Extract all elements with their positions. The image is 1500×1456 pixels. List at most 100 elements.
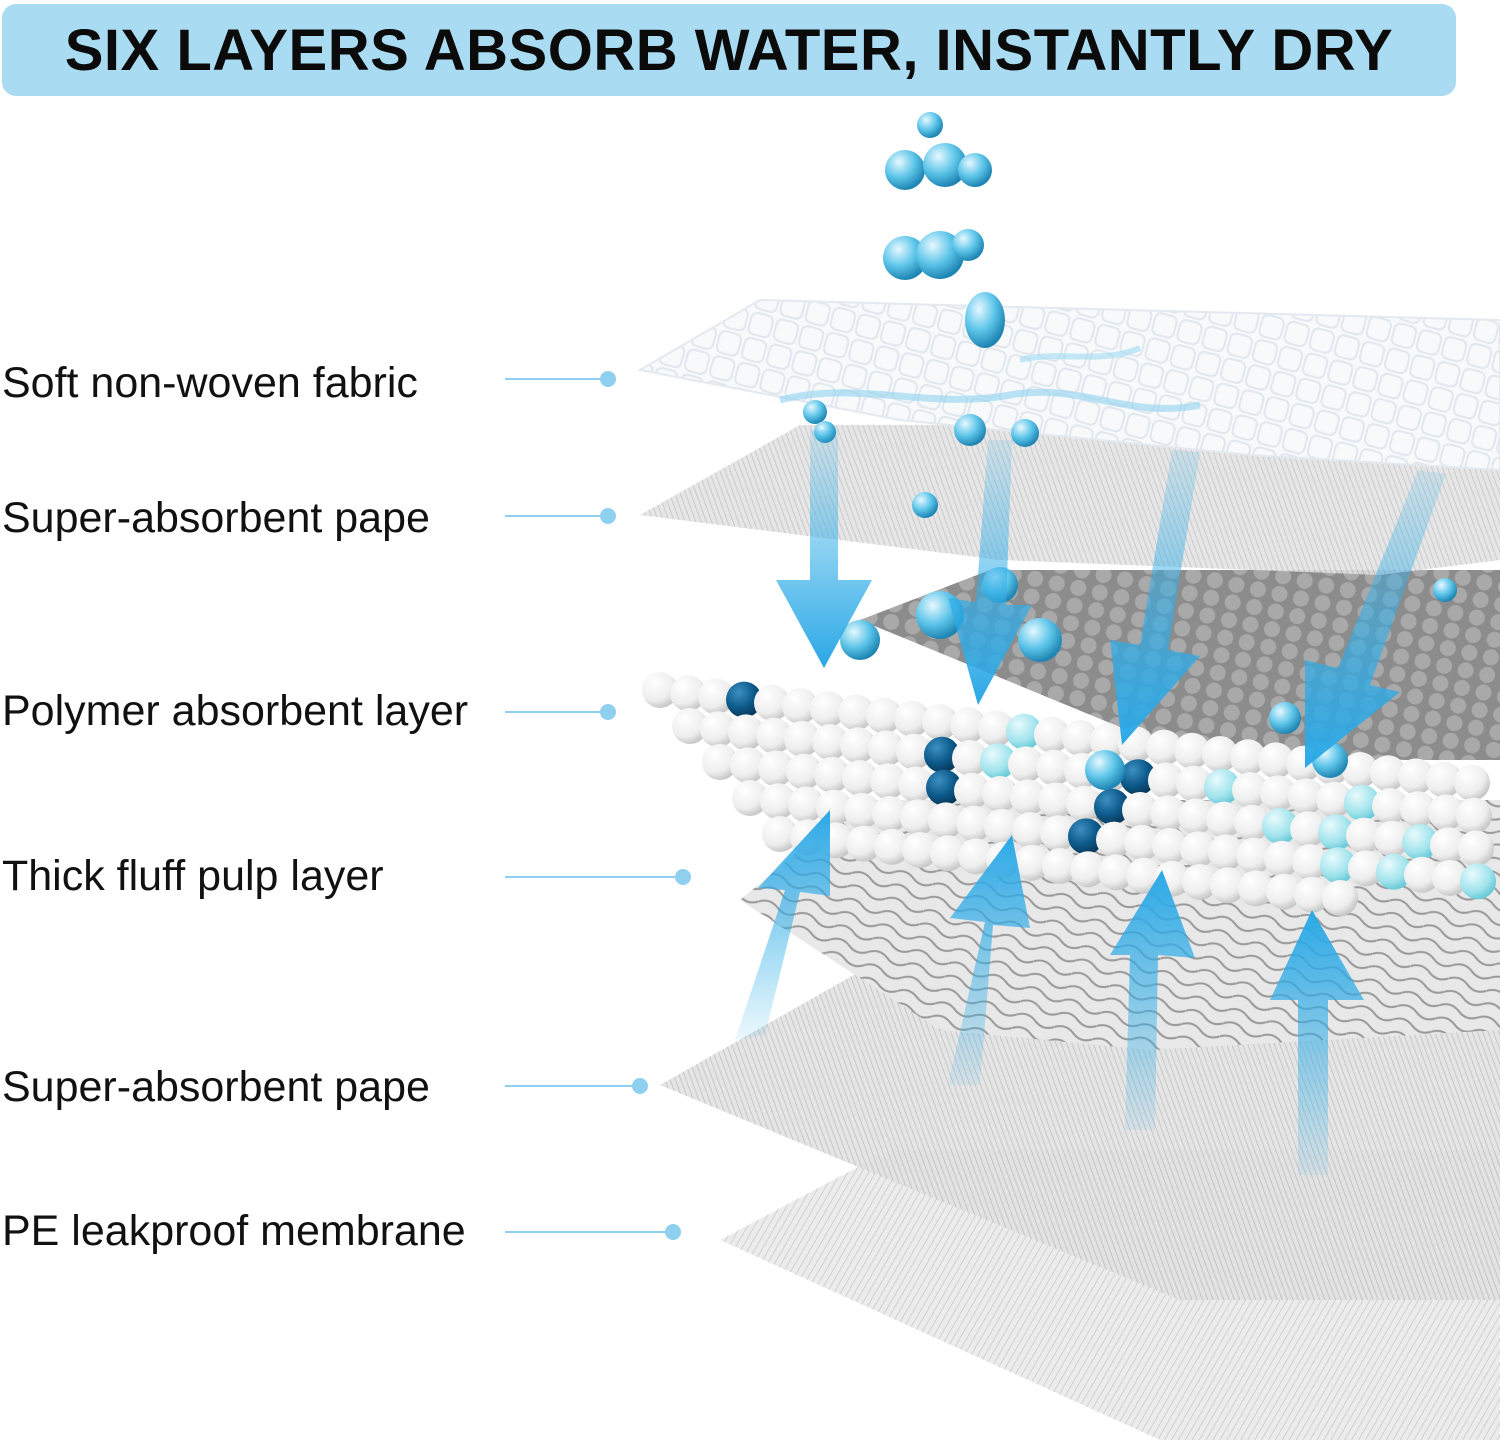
polymer-bead bbox=[760, 783, 796, 820]
polymer-bead bbox=[782, 688, 818, 724]
polymer-bead bbox=[1260, 775, 1296, 812]
layer-label-super-absorbent-paper-top: Super-absorbent pape bbox=[2, 494, 430, 542]
water-drop bbox=[916, 231, 964, 279]
polymer-bead bbox=[984, 808, 1020, 845]
polymer-bead bbox=[1458, 830, 1494, 867]
polymer-bead bbox=[846, 825, 882, 862]
polymer-bead bbox=[900, 799, 936, 836]
polymer-bead bbox=[1370, 755, 1406, 792]
polymer-bead bbox=[1454, 764, 1490, 801]
water-drop bbox=[1433, 578, 1457, 602]
arrow-down bbox=[948, 440, 1032, 705]
polymer-bead bbox=[1180, 831, 1216, 868]
polymer-bead bbox=[1006, 713, 1042, 750]
polymer-bead bbox=[898, 766, 934, 803]
polymer-bead bbox=[786, 753, 822, 790]
water-drop bbox=[885, 150, 925, 190]
polymer-bead bbox=[1316, 781, 1352, 818]
polymer-bead bbox=[758, 750, 794, 787]
polymer-bead bbox=[1230, 739, 1266, 776]
polymer-bead bbox=[1090, 723, 1126, 760]
soft-non-woven-fabric-layer bbox=[637, 298, 1500, 472]
polymer-bead bbox=[1292, 844, 1328, 880]
polymer-bead bbox=[810, 691, 846, 728]
leader-dot bbox=[665, 1224, 681, 1240]
polymer-bead bbox=[844, 792, 880, 829]
polymer-bead bbox=[954, 772, 990, 809]
arrow-up bbox=[735, 810, 830, 1040]
polymer-bead bbox=[1234, 804, 1270, 841]
upward-flow-arrows bbox=[735, 810, 1364, 1175]
falling-water-drops bbox=[803, 112, 1457, 790]
arrow-down bbox=[1305, 470, 1446, 768]
polymer-bead bbox=[1290, 811, 1326, 848]
water-drop bbox=[1018, 618, 1062, 662]
polymer-bead bbox=[978, 710, 1014, 747]
polymer-bead bbox=[1202, 736, 1238, 772]
polymer-bead bbox=[1124, 824, 1160, 861]
leader-lines bbox=[505, 371, 691, 1240]
polymer-bead bbox=[952, 740, 988, 776]
layer-label-thick-fluff-pulp-layer: Thick fluff pulp layer bbox=[2, 852, 384, 900]
water-drop bbox=[917, 112, 943, 138]
polymer-bead bbox=[1346, 817, 1382, 854]
polymer-bead bbox=[958, 838, 994, 875]
water-drop bbox=[1269, 702, 1301, 734]
polymer-bead bbox=[788, 786, 824, 823]
polymer-bead bbox=[1062, 720, 1098, 756]
polymer-bead bbox=[870, 763, 906, 800]
leader-dot bbox=[600, 508, 616, 524]
polymer-bead bbox=[700, 711, 736, 748]
polymer-bead bbox=[1456, 797, 1492, 834]
polymer-bead bbox=[1266, 873, 1302, 910]
polymer-bead bbox=[924, 736, 960, 773]
layer-label-super-absorbent-paper-bottom: Super-absorbent pape bbox=[2, 1063, 430, 1111]
polymer-bead bbox=[950, 707, 986, 744]
polymer-bead bbox=[1320, 847, 1356, 884]
polymer-bead bbox=[784, 720, 820, 757]
polymer-bead bbox=[1148, 762, 1184, 799]
polymer-bead bbox=[1294, 876, 1330, 913]
polymer-bead bbox=[1094, 788, 1130, 825]
polymer-bead bbox=[1460, 863, 1496, 900]
polymer-bead bbox=[1182, 864, 1218, 900]
polymer-bead bbox=[868, 730, 904, 767]
polymer-bead bbox=[1206, 801, 1242, 838]
polymer-bead bbox=[1178, 798, 1214, 835]
arrow-up bbox=[1270, 910, 1364, 1175]
polymer-bead bbox=[1210, 867, 1246, 904]
water-stain-streak bbox=[779, 388, 1201, 412]
polymer-bead bbox=[866, 697, 902, 734]
polymer-bead bbox=[980, 743, 1016, 780]
polymer-bead bbox=[1342, 752, 1378, 788]
polymer-bead bbox=[754, 684, 790, 721]
polymer-bead bbox=[1042, 848, 1078, 884]
polymer-bead bbox=[670, 675, 706, 712]
super-absorbent-paper-top-layer bbox=[640, 425, 1500, 575]
polymer-bead bbox=[698, 678, 734, 715]
leader-dot bbox=[600, 371, 616, 387]
leader-dot bbox=[675, 869, 691, 885]
polymer-bead bbox=[1152, 828, 1188, 864]
polymer-bead bbox=[1038, 782, 1074, 819]
polymer-bead bbox=[1288, 778, 1324, 815]
water-drop bbox=[883, 236, 927, 280]
polymer-bead bbox=[1430, 827, 1466, 864]
polymer-bead bbox=[1426, 761, 1462, 798]
polymer-bead bbox=[1318, 814, 1354, 851]
polymer-bead bbox=[840, 727, 876, 764]
polymer-bead bbox=[1208, 834, 1244, 871]
water-drop bbox=[1085, 750, 1125, 790]
polymer-bead bbox=[728, 714, 764, 751]
polymer-bead bbox=[732, 780, 768, 816]
polymer-bead bbox=[1322, 880, 1358, 916]
polymer-bead bbox=[1432, 860, 1468, 896]
polymer-bead bbox=[1238, 870, 1274, 907]
leader-dot bbox=[632, 1078, 648, 1094]
polymer-bead bbox=[1066, 785, 1102, 822]
polymer-bead bbox=[1014, 844, 1050, 881]
polymer-bead bbox=[1398, 758, 1434, 795]
polymer-bead bbox=[1404, 856, 1440, 893]
polymer-bead bbox=[1036, 749, 1072, 786]
